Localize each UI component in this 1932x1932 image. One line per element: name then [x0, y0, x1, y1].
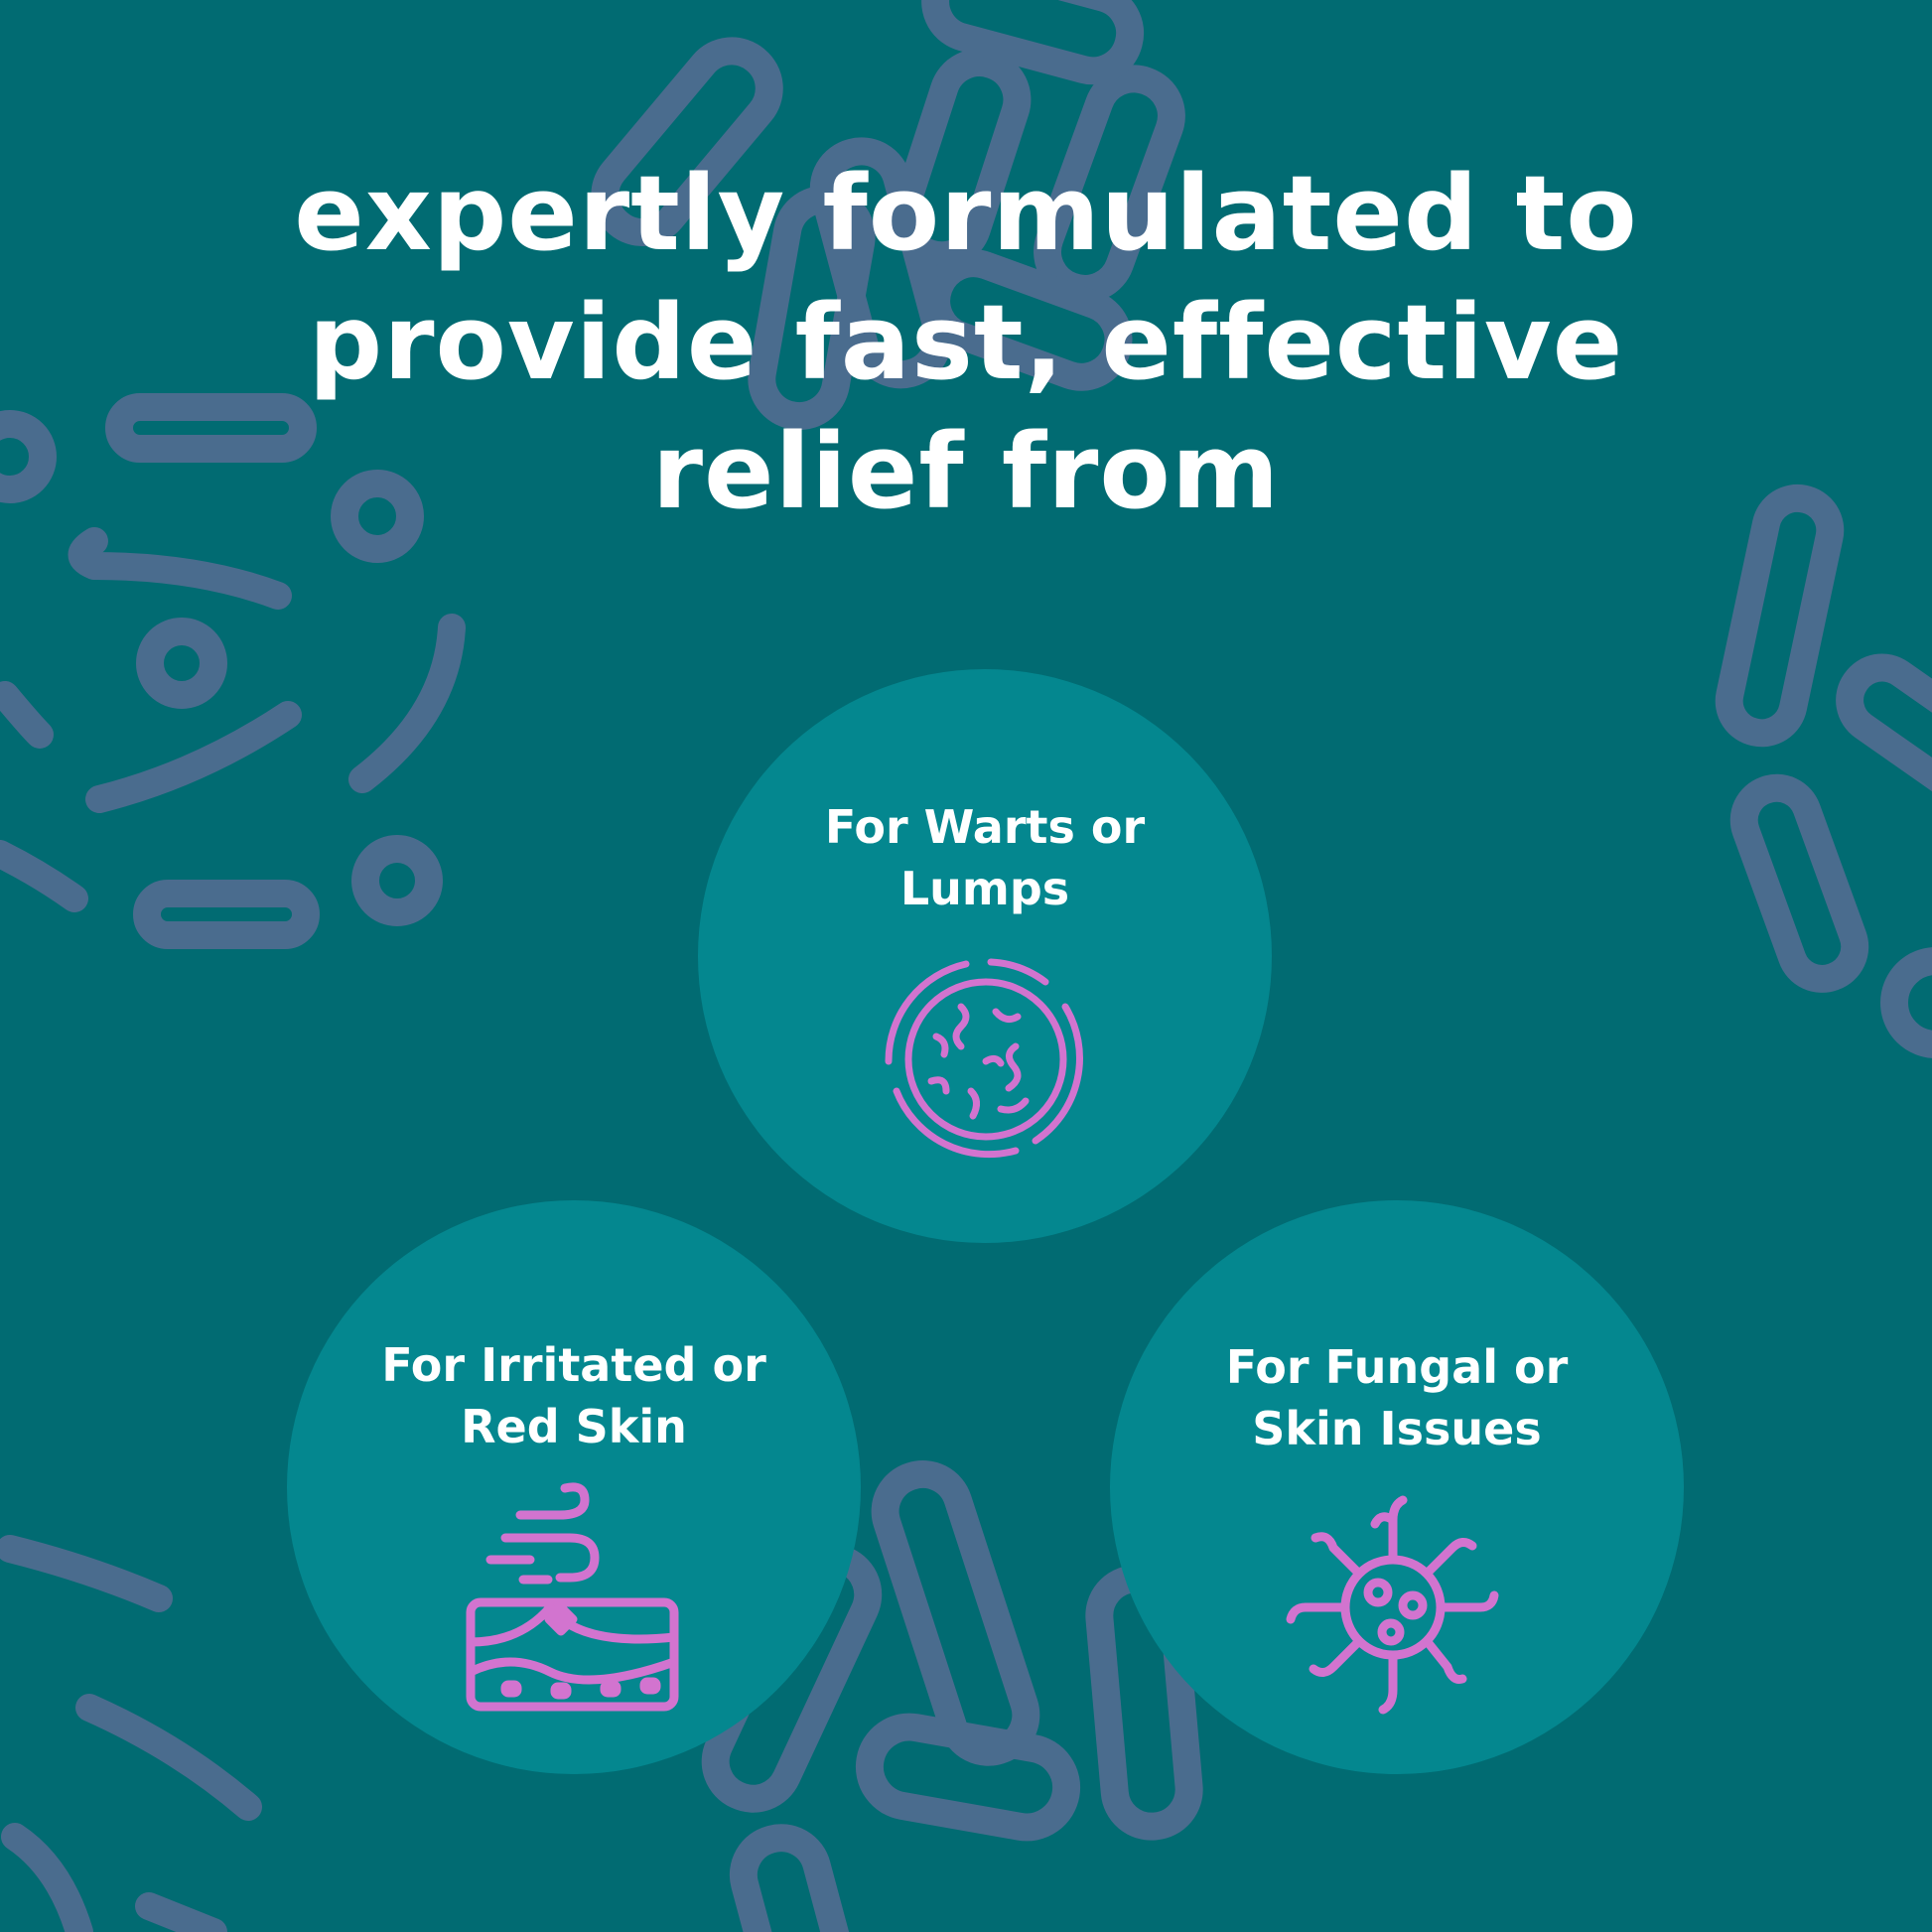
bubble-label-line-2: Red Skin	[461, 1400, 687, 1453]
bubble-label-line-1: For Irritated or	[381, 1338, 766, 1392]
bubble-label: For Warts or Lumps	[738, 796, 1232, 919]
headline-line-2: provide fast, effective	[308, 282, 1624, 403]
irritated-skin-icon	[466, 1482, 679, 1712]
bubble-label-line-1: For Warts or	[824, 800, 1146, 854]
headline-line-1: expertly formulated to	[294, 153, 1638, 274]
irritated-skin-bubble: For Irritated or Red Skin	[287, 1200, 861, 1774]
bubble-label-line-2: Skin Issues	[1252, 1402, 1542, 1455]
fungal-skin-bubble: For Fungal or Skin Issues	[1110, 1200, 1684, 1774]
bubble-label: For Fungal or Skin Issues	[1150, 1336, 1644, 1459]
warts-lumps-bubble: For Warts or Lumps	[698, 669, 1272, 1243]
bubble-label: For Irritated or Red Skin	[327, 1334, 821, 1457]
headline-line-3: relief from	[651, 411, 1281, 532]
bubble-label-line-1: For Fungal or	[1225, 1340, 1569, 1394]
headline: expertly formulated to provide fast, eff…	[172, 149, 1760, 536]
wart-lump-icon	[885, 958, 1083, 1159]
fungal-virus-icon	[1286, 1495, 1499, 1715]
bubble-label-line-2: Lumps	[899, 862, 1070, 915]
